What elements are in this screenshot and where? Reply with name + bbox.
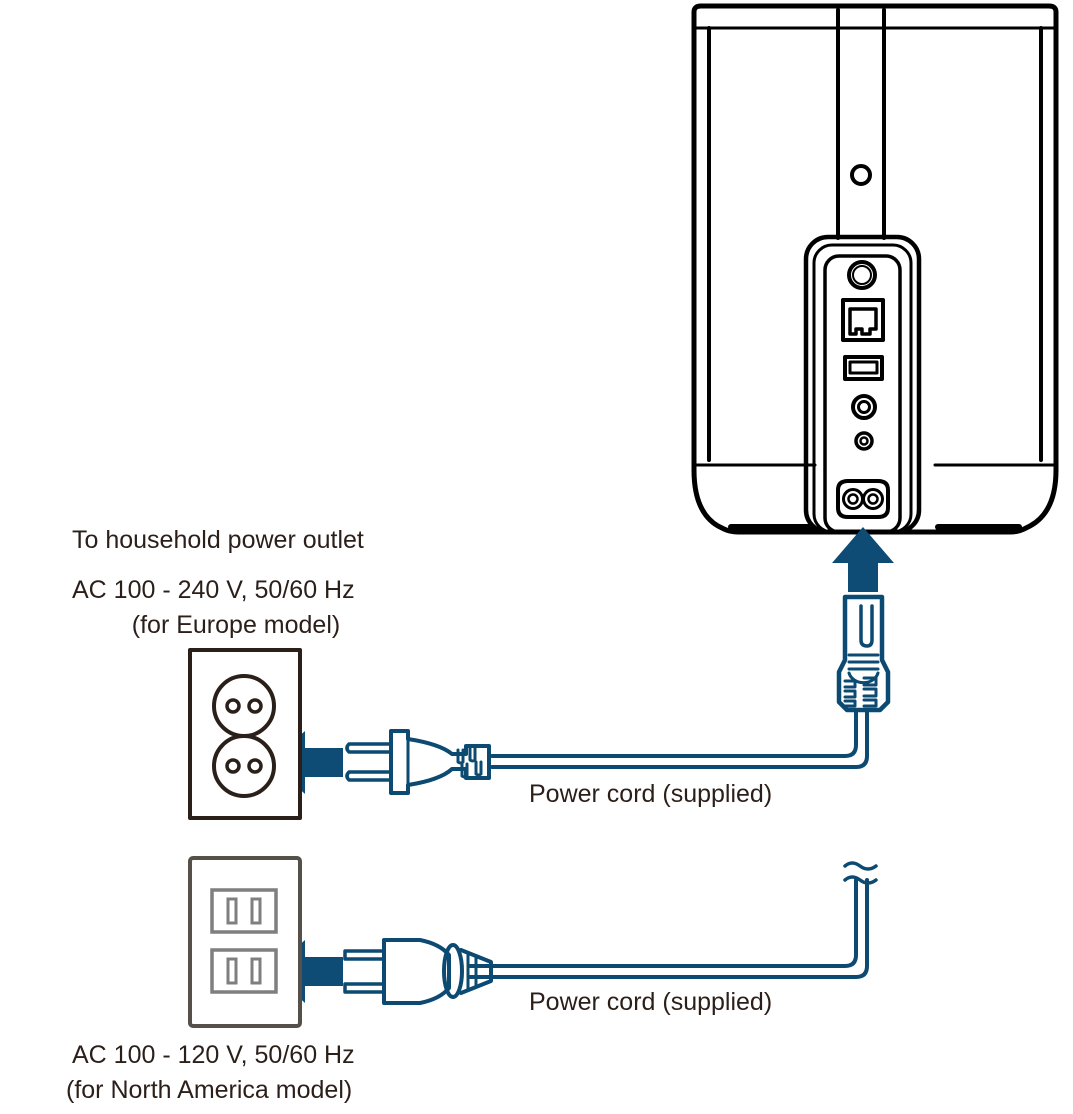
europe-socket-top-hole-right xyxy=(247,698,263,714)
europe-cord-line-outer xyxy=(490,710,869,769)
update-button-inner xyxy=(852,265,872,285)
c7-finger-grip-l3 xyxy=(843,699,857,708)
speaker-device xyxy=(691,3,1059,535)
reset-pinhole-inner xyxy=(859,436,869,446)
europe-plug-rib-1 xyxy=(456,748,465,765)
na-cord-line-inner xyxy=(468,878,858,968)
na-socket-bottom-slot-left xyxy=(226,957,238,985)
update-button[interactable] xyxy=(847,260,877,290)
ac-inlet-pin-left xyxy=(842,488,864,510)
c7-finger-grip-r1 xyxy=(862,676,878,687)
indicator-hole-icon xyxy=(850,164,872,186)
na-socket-top-slot-right xyxy=(250,897,262,925)
c7-finger-grip-r2 xyxy=(862,687,878,698)
ac-inlet-pin-right xyxy=(862,488,884,510)
power-cord-label-north-america: Power cord (supplied) xyxy=(529,988,772,1016)
ac-inlet-arrow xyxy=(832,527,894,592)
europe-socket-top[interactable] xyxy=(212,674,276,738)
usb-icon xyxy=(848,360,879,375)
na-plug-collar xyxy=(442,943,464,999)
europe-socket-bottom-hole-left xyxy=(225,758,241,774)
europe-model-label: (for Europe model) xyxy=(132,611,340,639)
speaker-body-outline xyxy=(691,3,1059,535)
europe-plug-rib-4 xyxy=(474,760,483,777)
na-plug-prong-top xyxy=(343,949,386,961)
port-panel-outer-frame xyxy=(803,234,922,535)
europe-socket-bottom[interactable] xyxy=(212,734,276,798)
na-socket-bottom-slot-right xyxy=(250,957,262,985)
europe-socket-top-hole-left xyxy=(225,698,241,714)
na-cord-break-mark-upper xyxy=(843,861,878,871)
na-socket-bottom-recess xyxy=(210,948,278,994)
iec-c7-connector xyxy=(836,594,891,713)
europe-socket-top-recess xyxy=(212,674,276,738)
na-socket-top[interactable] xyxy=(210,888,278,934)
c7-finger-grip-l1 xyxy=(843,679,857,689)
na-plug-body xyxy=(382,938,451,1005)
europe-plug-prong-bottom xyxy=(345,770,393,782)
europe-plug xyxy=(345,729,491,795)
na-socket-top-recess xyxy=(210,888,278,934)
ac-inlet-pin-left-core xyxy=(847,493,859,505)
europe-socket-bottom-hole-right xyxy=(247,758,263,774)
north-america-model-label: (for North America model) xyxy=(66,1076,352,1104)
ac-inlet-pin-right-core xyxy=(867,493,879,505)
c7-connector-body xyxy=(836,594,891,713)
network-port[interactable] xyxy=(841,298,885,342)
north-america-voltage-label: AC 100 - 120 V, 50/60 Hz xyxy=(72,1041,355,1069)
europe-socket-bottom-recess xyxy=(212,734,276,798)
north-america-outlet xyxy=(188,856,302,1028)
audio-jack-outer xyxy=(851,394,877,420)
c7-finger-grip-r3 xyxy=(862,698,878,708)
europe-outlet xyxy=(188,648,302,820)
na-socket-bottom[interactable] xyxy=(210,948,278,994)
ac-inlet-housing xyxy=(836,479,890,519)
ac-inlet[interactable] xyxy=(836,479,890,519)
europe-plug-rib-3 xyxy=(460,762,469,779)
reset-pinhole[interactable] xyxy=(854,431,874,451)
na-outlet-plate xyxy=(188,856,302,1028)
usb-port[interactable] xyxy=(843,355,884,381)
power-cord-label-europe: Power cord (supplied) xyxy=(529,780,772,808)
na-cord-break-mark-lower xyxy=(843,875,878,885)
north-america-power-cord xyxy=(468,861,878,979)
usb-port-frame xyxy=(843,355,884,381)
network-port-frame xyxy=(841,298,885,342)
europe-plug-prong-top xyxy=(345,742,393,754)
audio-jack-inner xyxy=(857,400,871,414)
c7-finger-grip-l2 xyxy=(843,689,857,699)
europe-voltage-label: AC 100 - 240 V, 50/60 Hz xyxy=(72,576,355,604)
north-america-plug xyxy=(343,938,493,1005)
na-cord-line-outer xyxy=(468,878,869,979)
europe-plug-body xyxy=(389,729,491,795)
rear-port-panel xyxy=(803,234,922,535)
europe-cord-line-inner xyxy=(490,710,858,758)
europe-plug-rib-2 xyxy=(468,746,477,763)
na-plug-prong-bottom xyxy=(343,982,386,994)
europe-power-cord xyxy=(490,710,869,769)
c7-connector-slot xyxy=(859,604,874,648)
household-outlet-label: To household power outlet xyxy=(72,526,364,554)
rj45-icon xyxy=(848,307,878,336)
audio-in-jack[interactable] xyxy=(851,394,877,420)
reset-pinhole-outer xyxy=(854,431,874,451)
na-socket-top-slot-left xyxy=(226,897,238,925)
